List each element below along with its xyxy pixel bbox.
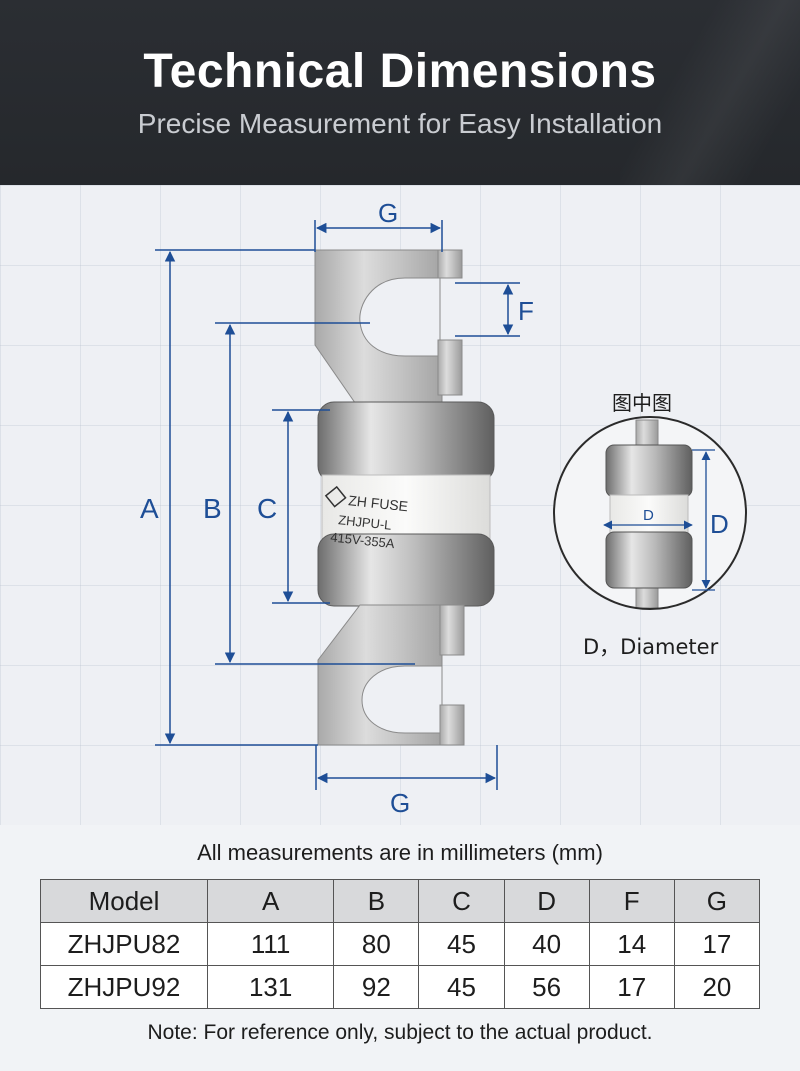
header-f: F [588, 879, 675, 923]
header-d: D [503, 879, 590, 923]
dim-b-label: B [203, 493, 222, 524]
table-row: ZHJPU82 111 80 45 40 14 17 [40, 922, 761, 966]
cell-b: 92 [333, 965, 420, 1009]
zh-logo-icon [324, 485, 347, 508]
cell-g: 20 [673, 965, 761, 1009]
fuse-model: ZHJPU-L [338, 512, 393, 533]
bottom-tag-slot [361, 665, 443, 734]
inset-title: 图中图 [612, 391, 672, 415]
cell-f: 14 [588, 922, 675, 966]
table-row: ZHJPU92 131 92 45 56 17 20 [40, 965, 761, 1009]
cell-c: 45 [418, 965, 505, 1009]
dimensions-table: Model A B C D F G ZHJPU82 111 80 45 40 1… [40, 879, 761, 1009]
header-model: Model [40, 879, 208, 923]
cell-c: 45 [418, 922, 505, 966]
inset-diagram: 图中图 D D D，Diameter [553, 391, 747, 659]
inset-caption: D，Diameter [583, 635, 719, 659]
cell-g: 17 [673, 922, 761, 966]
cell-a: 131 [206, 965, 335, 1009]
page-subtitle: Precise Measurement for Easy Installatio… [137, 108, 663, 139]
top-end-cap [317, 401, 495, 483]
fuse-brand: ZH FUSE [348, 492, 409, 514]
header-g: G [673, 879, 761, 923]
top-tag-slot [359, 277, 441, 357]
inset-circle-outline [553, 416, 747, 610]
cell-f: 17 [588, 965, 675, 1009]
dim-f-label: F [518, 296, 534, 326]
table-header-row: Model A B C D F G [40, 879, 761, 923]
dim-c-label: C [257, 493, 277, 524]
fuse-rating: 415V-355A [330, 529, 396, 551]
fuse-markings: ZH FUSE ZHJPU-L 415V-355A [324, 485, 409, 551]
cell-model: ZHJPU82 [40, 922, 208, 966]
dimension-lines [155, 220, 520, 790]
dim-g-bottom-label: G [390, 788, 410, 818]
header-shine [620, 0, 800, 185]
ceramic-body [321, 474, 491, 541]
cell-a: 111 [206, 922, 335, 966]
cell-d: 56 [503, 965, 590, 1009]
cell-model: ZHJPU92 [40, 965, 208, 1009]
dimension-diagram: ZH FUSE ZHJPU-L 415V-355A A B C F G G 图中… [140, 198, 747, 818]
inset-inner-d-label: D [643, 507, 654, 524]
cell-d: 40 [503, 922, 590, 966]
cell-b: 80 [333, 922, 420, 966]
header-banner: Technical Dimensions Precise Measurement… [0, 0, 800, 185]
page-title: Technical Dimensions [143, 45, 657, 98]
dim-g-top-label: G [378, 198, 398, 228]
header-c: C [418, 879, 505, 923]
footer-note: Note: For reference only, subject to the… [147, 1021, 653, 1044]
fuse-illustration: ZH FUSE ZHJPU-L 415V-355A [314, 249, 495, 746]
inset-outer-d-label: D [710, 509, 729, 539]
header-a: A [206, 879, 335, 923]
units-note: All measurements are in millimeters (mm) [197, 840, 603, 865]
header-b: B [333, 879, 420, 923]
dim-a-label: A [140, 493, 159, 524]
